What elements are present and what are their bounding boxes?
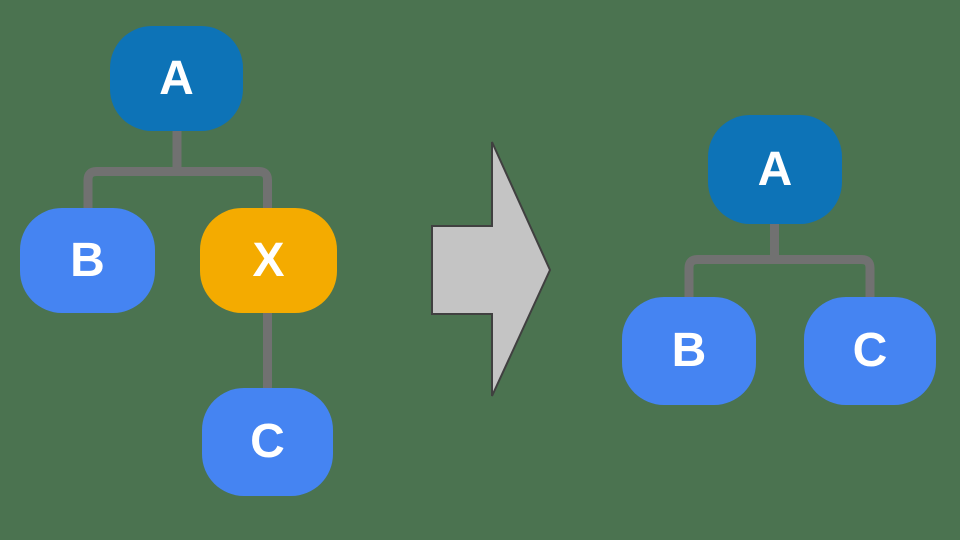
after-node-b-label: B xyxy=(671,324,707,377)
after-node-b: B xyxy=(622,297,756,405)
before-node-b: B xyxy=(20,208,155,313)
before-node-a: A xyxy=(110,26,243,131)
after-node-a: A xyxy=(708,115,842,224)
before-node-x: X xyxy=(200,208,337,313)
before-node-c-label: C xyxy=(250,415,285,468)
before-node-b-label: B xyxy=(70,233,105,287)
before-node-x-label: X xyxy=(252,233,285,287)
after-node-c: C xyxy=(804,297,936,405)
before-connector-bar xyxy=(83,167,272,212)
after-connector-bar xyxy=(684,255,875,301)
after-node-a-label: A xyxy=(757,142,793,196)
after-node-c-label: C xyxy=(852,324,888,377)
right-block-arrow-shape xyxy=(431,141,552,397)
before-node-c: C xyxy=(202,388,333,496)
before-node-a-label: A xyxy=(159,51,194,105)
